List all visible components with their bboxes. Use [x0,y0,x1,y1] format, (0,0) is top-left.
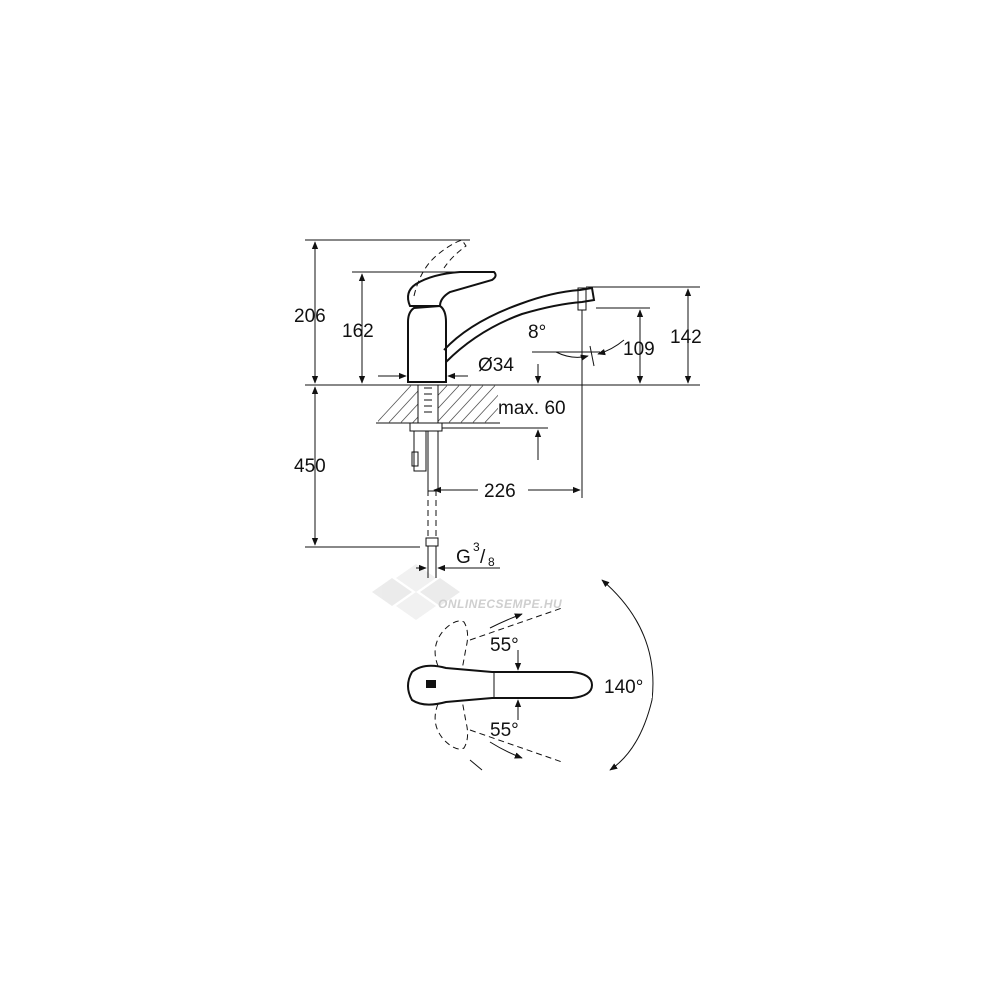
dim-swivel-angle: 140° [604,677,643,698]
dim-reach: 226 [484,481,516,502]
svg-text:/: / [480,547,486,568]
lever-top-view [407,664,594,706]
supply-hose [425,490,439,578]
lever-handle [407,271,497,307]
dim-lever-angle-right: 55° [490,720,519,741]
dim-lever-angle-left: 55° [490,635,519,656]
swivel-arc [601,579,654,771]
countertop-section [376,384,500,424]
lever-raised-outline [413,239,467,297]
dim-thread-denominator: 8 [488,555,495,569]
dim-outlet-height: 109 [623,339,655,360]
dim-total-height: 206 [294,306,326,327]
dim-spout-height: 142 [670,327,702,348]
dim-hose-length: 450 [294,456,326,477]
dim-thread-prefix: G [456,547,471,568]
dim-spout-angle: 8° [528,322,546,343]
faucet-top-view [407,579,654,771]
dim-thread-numerator: 3 [473,540,480,554]
watermark-logo [372,564,460,620]
spout [443,286,596,363]
dim-base-diameter: Ø34 [478,355,514,376]
watermark-text: ONLINECSEMPE.HU [438,597,562,611]
dim-max-thickness: max. 60 [498,398,566,419]
lever-right-position [434,699,469,750]
dim-arc-spout-angle [555,351,589,361]
faucet-body [407,304,447,383]
lever-left-position [434,620,469,671]
aerator [577,287,587,311]
dim-body-height: 162 [342,321,374,342]
mounting-hardware [409,422,443,492]
